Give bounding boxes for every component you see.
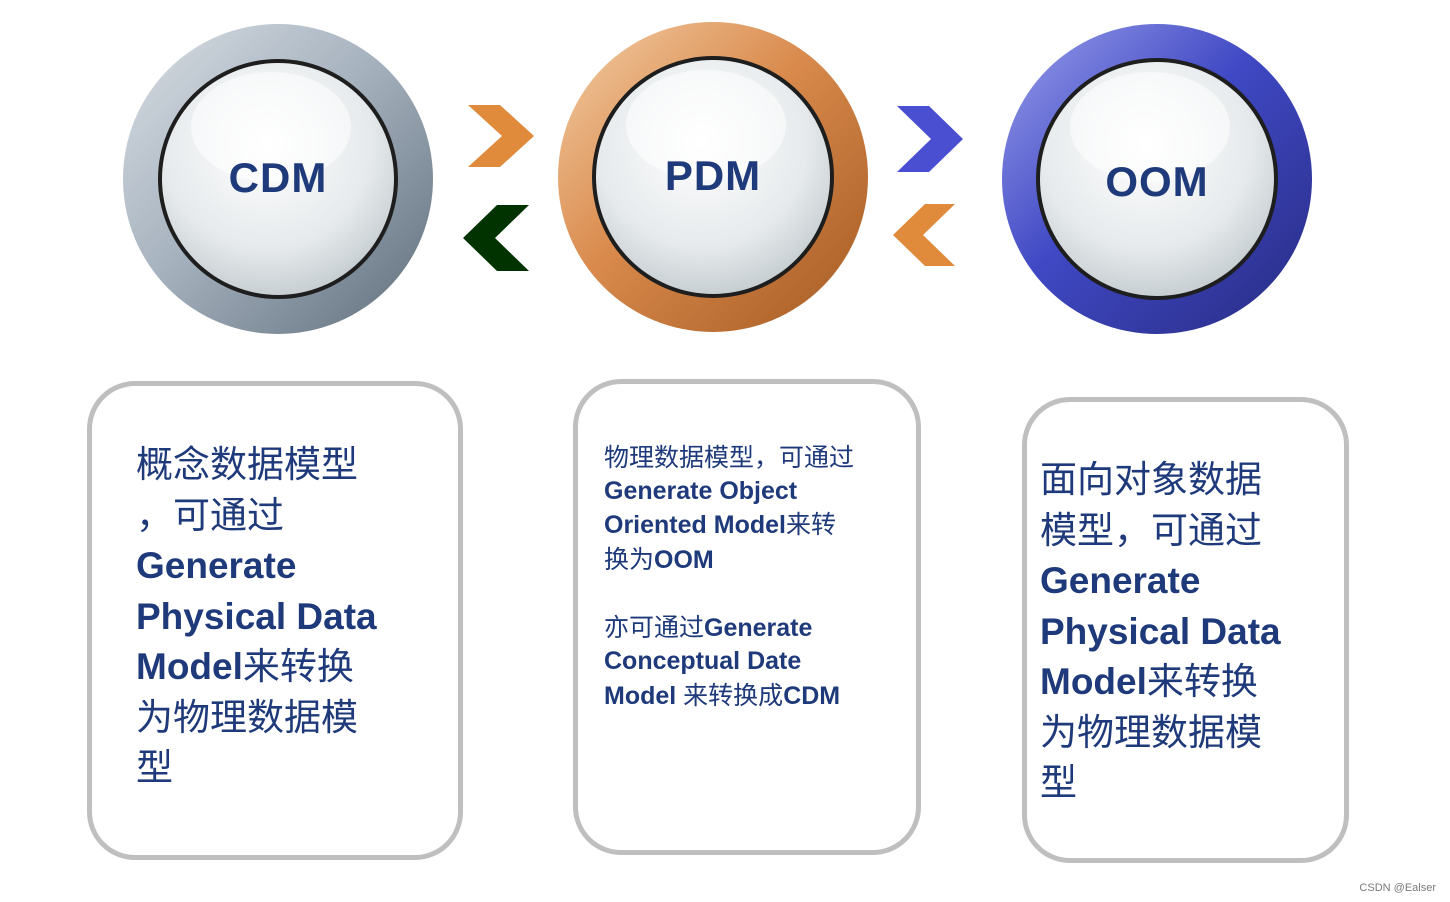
pdm-to-oom-chevron-icon	[897, 106, 965, 172]
cdm-desc-line5: Model来转换	[136, 642, 377, 693]
pdm-desc-line1: 物理数据模型，可通过	[604, 443, 855, 472]
pdm-description-box	[573, 379, 921, 855]
cdm-description: 概念数据模型 ，可通过 Generate Physical Data Model…	[136, 440, 377, 794]
oom-desc-line5-latin: Model	[1040, 661, 1147, 702]
cdm-desc-line5-latin: Model	[136, 646, 243, 687]
pdm-desc-line3-cjk: 来转	[785, 510, 836, 539]
pdm-desc-line3-latin: Oriented Model	[604, 511, 786, 539]
pdm-node: PDM	[556, 20, 870, 334]
pdm-desc-line2: Generate Object	[604, 476, 798, 505]
oom-description: 面向对象数据 模型，可通过 Generate Physical Data Mod…	[1040, 455, 1281, 809]
oom-desc-line4: Physical Data	[1040, 610, 1281, 652]
pdm-desc-line4: 换为OOM	[604, 543, 854, 578]
oom-desc-line2: 模型，可通过	[1040, 508, 1262, 552]
oom-desc-line3: Generate	[1040, 560, 1201, 601]
oom-label: OOM	[1105, 158, 1209, 205]
pdm-desc-line4-latin: OOM	[654, 545, 714, 574]
pdm-desc-line7-latin: Model	[604, 681, 684, 710]
oom-to-pdm-chevron-icon	[893, 204, 957, 266]
cdm-to-pdm-chevron-icon	[468, 105, 538, 167]
oom-desc-line5-cjk: 来转换	[1146, 660, 1258, 703]
pdm-desc-spacer	[604, 577, 854, 611]
oom-description-box	[1022, 397, 1349, 863]
pdm-desc-line5-cjk: 亦可通过	[604, 612, 705, 642]
pdm-desc-line5: 亦可通过Generate	[604, 611, 854, 646]
cdm-desc-line1: 概念数据模型	[136, 443, 358, 486]
pdm-desc-line7-cjk: 来转换成	[683, 680, 784, 710]
cdm-desc-line5-cjk: 来转换	[242, 645, 354, 688]
cdm-desc-line2: ，可通过	[136, 493, 284, 537]
cdm-desc-line4: Physical Data	[136, 595, 377, 637]
oom-node: OOM	[1000, 22, 1314, 336]
cdm-description-box	[87, 381, 463, 860]
pdm-desc-line6: Conceptual Date	[604, 647, 802, 675]
pdm-label: PDM	[664, 152, 762, 199]
pdm-desc-line3: Oriented Model来转	[604, 508, 854, 543]
pdm-desc-line7: Model 来转换成CDM	[604, 679, 854, 714]
watermark: CSDN @Ealser	[1359, 882, 1436, 894]
pdm-desc-line7-end: CDM	[783, 681, 841, 710]
pdm-desc-line5-latin: Generate	[704, 613, 813, 642]
cdm-label: CDM	[228, 154, 328, 201]
pdm-description: 物理数据模型，可通过 Generate Object Oriented Mode…	[604, 441, 854, 713]
cdm-node: CDM	[121, 22, 435, 336]
cdm-desc-line3: Generate	[136, 545, 297, 586]
cdm-desc-line7: 型	[136, 746, 173, 789]
oom-desc-line5: Model来转换	[1040, 657, 1281, 708]
pdm-to-cdm-chevron-icon	[463, 205, 529, 271]
cdm-desc-line6: 为物理数据模	[136, 695, 358, 739]
oom-desc-line1: 面向对象数据	[1040, 458, 1262, 501]
oom-desc-line7: 型	[1040, 761, 1077, 804]
oom-desc-line6: 为物理数据模	[1040, 710, 1262, 754]
pdm-desc-line4-cjk: 换为	[604, 544, 655, 574]
